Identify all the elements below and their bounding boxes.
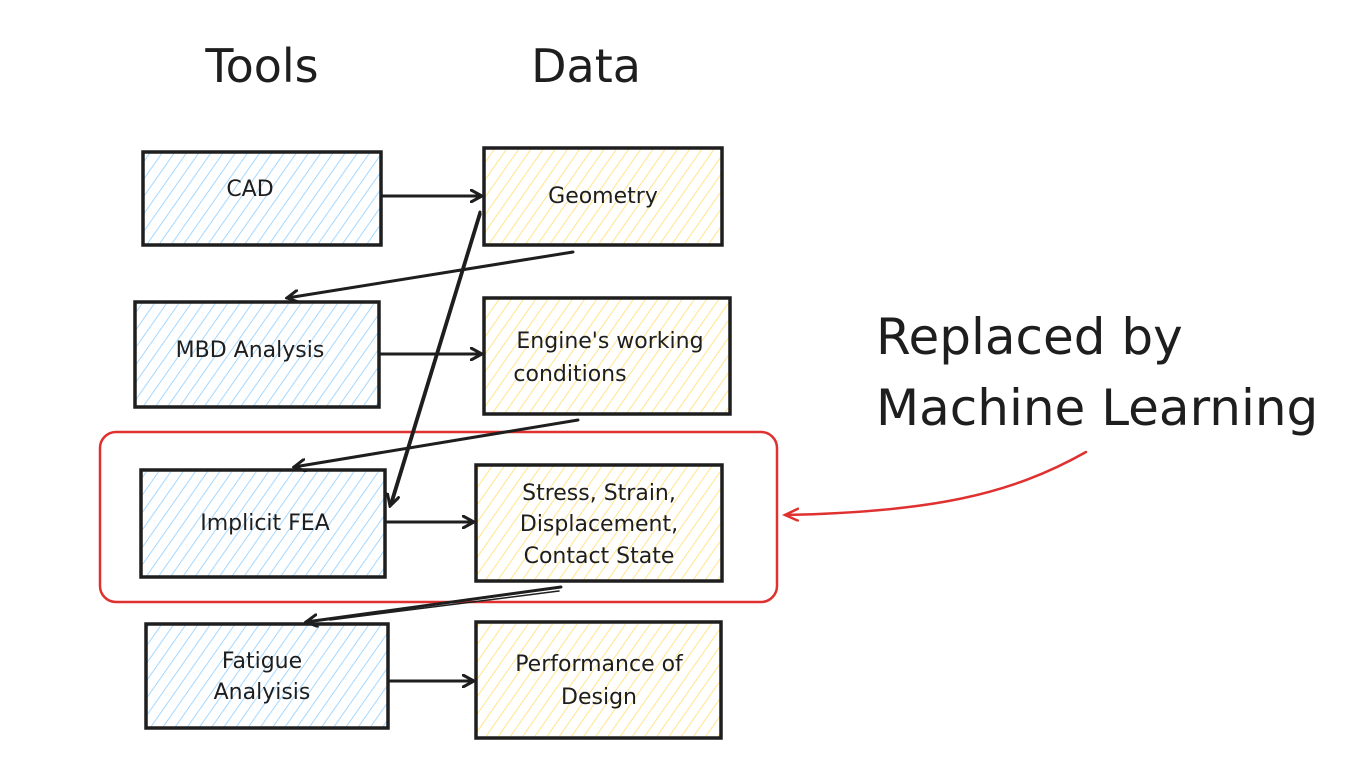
tool-label: CAD [226, 177, 273, 202]
tool-label: Analyisis [214, 680, 311, 705]
tool-label: MBD Analysis [176, 338, 325, 363]
data-label: Displacement, [520, 512, 678, 537]
data-label: Design [561, 685, 637, 710]
ml-replacement-highlight [98, 430, 779, 604]
data-label: Geometry [548, 184, 658, 209]
tool-box-cad[interactable]: CAD [141, 150, 383, 247]
tool-box-mbd-analysis[interactable]: MBD Analysis [133, 300, 381, 409]
data-label: Performance of [515, 652, 684, 677]
data-box-stress-strain[interactable]: Stress, Strain, Displacement, Contact St… [474, 463, 724, 583]
annotation-arrow [785, 450, 1088, 515]
annotation-line-1: Replaced by [876, 308, 1183, 366]
data-label: Contact State [524, 544, 675, 569]
tools-heading: Tools [204, 39, 318, 93]
arrow-stress-to-fatigue-sketch [329, 590, 560, 621]
annotation-line-2: Machine Learning [876, 379, 1318, 437]
ml-annotation: Replaced by Machine Learning [876, 308, 1318, 437]
arrow-geometry-to-fea-sketch [391, 213, 482, 506]
tool-label: Fatigue [222, 649, 302, 674]
data-label: Stress, Strain, [522, 481, 676, 506]
data-heading: Data [531, 39, 641, 93]
arrow-stress-to-fatigue [306, 585, 563, 622]
tool-label: Implicit FEA [200, 511, 330, 536]
arrow-conditions-to-fea [294, 418, 580, 467]
tool-box-implicit-fea[interactable]: Implicit FEA [139, 468, 387, 579]
data-box-geometry[interactable]: Geometry [482, 146, 724, 247]
tool-box-fatigue-analysis[interactable]: Fatigue Analyisis [144, 622, 390, 730]
arrow-geometry-to-fea [390, 210, 482, 506]
data-box-performance[interactable]: Performance of Design [474, 620, 723, 740]
arrow-geometry-to-mbd [287, 250, 575, 298]
data-box-working-conditions[interactable]: Engine's working conditions [482, 296, 732, 416]
data-label: conditions [513, 362, 626, 387]
data-label: Engine's working [516, 329, 703, 354]
